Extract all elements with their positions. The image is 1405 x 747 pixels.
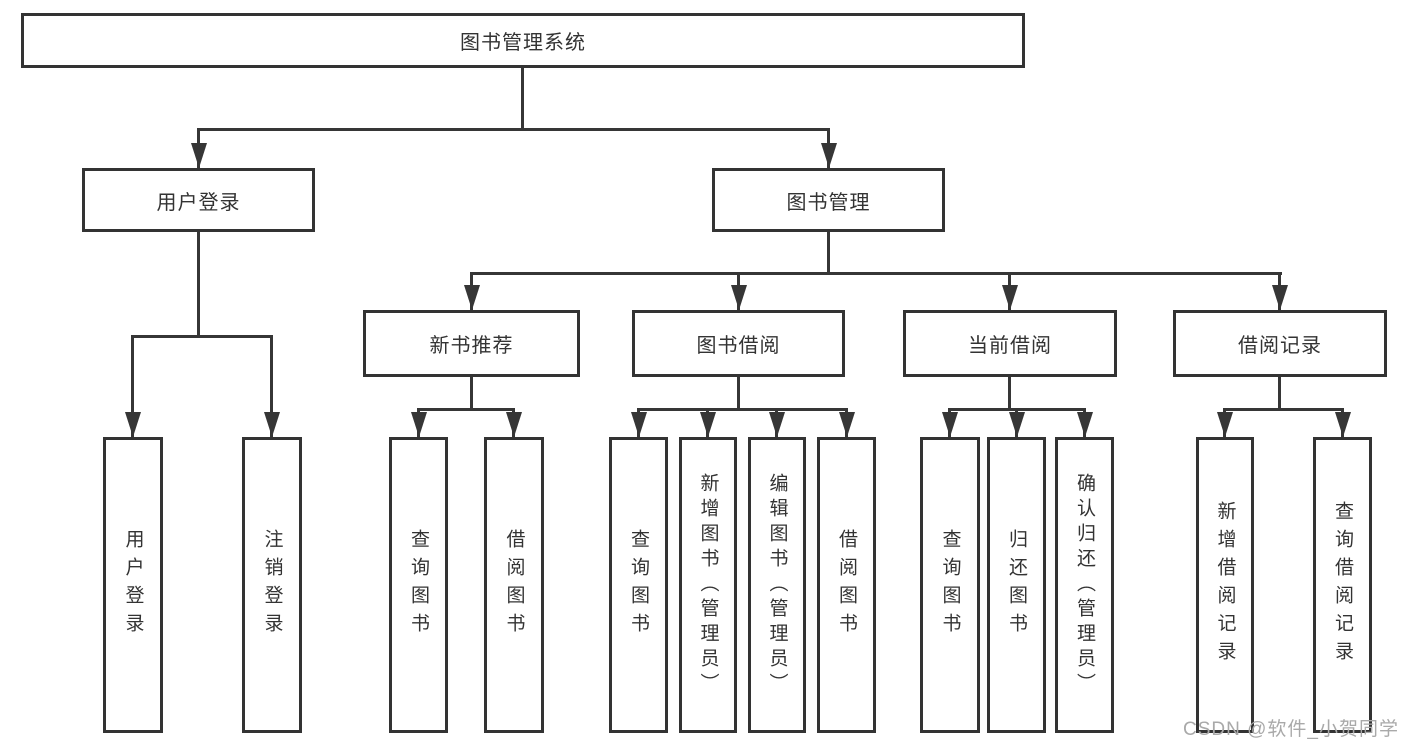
leaf-cb-return-books: 归还图书	[987, 437, 1046, 733]
node-book-borrowing: 图书借阅	[632, 310, 845, 377]
leaf-user-login: 用户登录	[103, 437, 163, 733]
arrow-nb-query-books	[417, 408, 420, 437]
arrow-br-add-record	[1223, 408, 1226, 437]
connector-user-login-rail	[131, 335, 273, 338]
node-current-borrowing: 当前借阅	[903, 310, 1117, 377]
arrow-to-borrowing-records	[1278, 272, 1281, 310]
connector-user-login-stem	[197, 232, 200, 335]
leaf-cb-query-books: 查询图书	[920, 437, 980, 733]
arrow-cb-return-books	[1015, 408, 1018, 437]
connector-cb-stem	[1008, 377, 1011, 408]
connector-br-rail	[1223, 408, 1343, 411]
connector-bb-rail	[637, 408, 848, 411]
leaf-bb-borrow-books: 借阅图书	[817, 437, 876, 733]
connector-nb-rail	[417, 408, 515, 411]
connector-book-management-rail	[470, 272, 1282, 275]
arrow-bb-edit-books	[775, 408, 778, 437]
node-book-management: 图书管理	[712, 168, 945, 232]
node-borrowing-records: 借阅记录	[1173, 310, 1387, 377]
arrow-to-leaf-logout	[270, 335, 273, 437]
leaf-nb-query-books: 查询图书	[389, 437, 448, 733]
leaf-bb-add-books-admin: 新增图书（管理员）	[679, 437, 737, 733]
connector-nb-stem	[470, 377, 473, 408]
arrow-bb-query-books	[637, 408, 640, 437]
connector-root-stem	[521, 68, 524, 128]
arrow-br-query-record	[1341, 408, 1344, 437]
connector-root-rail	[197, 128, 830, 131]
arrow-to-book-management	[827, 128, 830, 168]
leaf-nb-borrow-books: 借阅图书	[484, 437, 544, 733]
connector-br-stem	[1278, 377, 1281, 408]
arrow-cb-query-books	[948, 408, 951, 437]
csdn-watermark: CSDN @软件_小贺同学	[1183, 719, 1399, 740]
arrow-bb-borrow-books	[845, 408, 848, 437]
arrow-to-current-borrowing	[1008, 272, 1011, 310]
arrow-nb-borrow-books	[512, 408, 515, 437]
leaf-br-add-borrow-record: 新增借阅记录	[1196, 437, 1254, 733]
leaf-br-query-borrow-record: 查询借阅记录	[1313, 437, 1372, 733]
arrow-to-book-borrowing	[737, 272, 740, 310]
arrow-to-user-login	[197, 128, 200, 168]
arrow-to-new-book-recommendation	[470, 272, 473, 310]
arrow-bb-add-books	[706, 408, 709, 437]
connector-book-management-stem	[827, 232, 830, 272]
arrow-to-leaf-user-login	[131, 335, 134, 437]
connector-bb-stem	[737, 377, 740, 408]
leaf-cb-confirm-return-admin: 确认归还（管理员）	[1055, 437, 1114, 733]
leaf-bb-query-books: 查询图书	[609, 437, 668, 733]
node-library-management-system: 图书管理系统	[21, 13, 1025, 68]
leaf-bb-edit-books-admin: 编辑图书（管理员）	[748, 437, 806, 733]
arrow-cb-confirm-return	[1083, 408, 1086, 437]
node-new-book-recommendation: 新书推荐	[363, 310, 580, 377]
node-user-login: 用户登录	[82, 168, 315, 232]
leaf-logout: 注销登录	[242, 437, 302, 733]
